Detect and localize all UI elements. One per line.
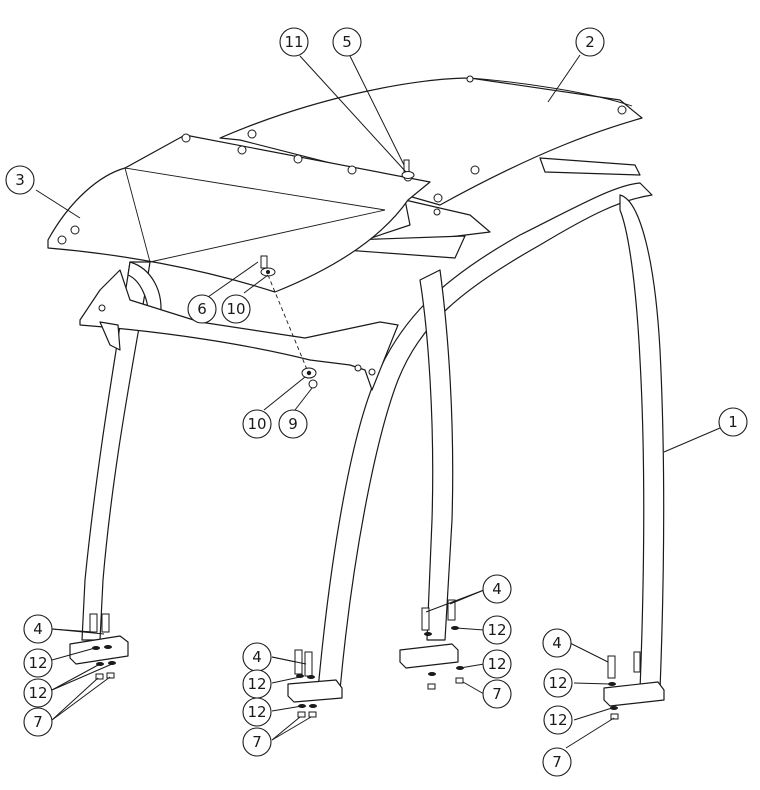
callout-5: 5 <box>332 27 362 57</box>
callout-12: 12 <box>242 697 272 727</box>
bracket-hardware <box>260 255 318 389</box>
callout-12-label: 12 <box>548 674 567 692</box>
callout-2: 2 <box>575 27 605 57</box>
callout-7: 7 <box>482 679 512 709</box>
callout-12-label: 12 <box>247 703 266 721</box>
frame-tubes <box>81 182 665 691</box>
callout-12: 12 <box>543 668 573 698</box>
callout-11-label: 11 <box>284 33 303 51</box>
callout-10-label: 10 <box>247 415 266 433</box>
callout-7-label: 7 <box>552 753 562 771</box>
callout-12-label: 12 <box>28 684 47 702</box>
callout-12-label: 12 <box>247 675 266 693</box>
front-bracket <box>79 269 399 391</box>
callout-4-label: 4 <box>252 648 262 666</box>
callout-2-label: 2 <box>585 33 595 51</box>
callout-3-label: 3 <box>15 171 25 189</box>
callout-4: 4 <box>23 614 53 644</box>
callout-1: 1 <box>718 407 748 437</box>
foot-plate-rear-middle <box>399 599 464 690</box>
callout-12: 12 <box>482 649 512 679</box>
callout-10-label: 10 <box>226 300 245 318</box>
callout-4: 4 <box>242 642 272 672</box>
callout-9-label: 9 <box>288 415 298 433</box>
callout-12-label: 12 <box>487 621 506 639</box>
callout-5-label: 5 <box>342 33 352 51</box>
cross-members <box>344 157 641 259</box>
callout-12-label: 12 <box>28 654 47 672</box>
callout-3: 3 <box>5 165 35 195</box>
callout-4-label: 4 <box>33 620 43 638</box>
callout-12: 12 <box>23 648 53 678</box>
callout-12-label: 12 <box>548 711 567 729</box>
callout-7: 7 <box>242 727 272 757</box>
top-hardware <box>401 159 441 216</box>
callout-7-label: 7 <box>252 733 262 751</box>
callout-10: 10 <box>242 409 272 439</box>
callout-4: 4 <box>542 628 572 658</box>
callout-7: 7 <box>542 747 572 777</box>
assembly-line <box>267 274 309 373</box>
callout-6: 6 <box>187 294 217 324</box>
callout-11: 11 <box>279 27 309 57</box>
callout-4-label: 4 <box>492 580 502 598</box>
roof-panel-rear <box>219 75 643 206</box>
callout-4: 4 <box>482 574 512 604</box>
callout-12: 12 <box>23 678 53 708</box>
callout-7-label: 7 <box>33 713 43 731</box>
callout-12: 12 <box>482 615 512 645</box>
callout-12-label: 12 <box>487 655 506 673</box>
callout-1-label: 1 <box>728 413 738 431</box>
callout-7: 7 <box>23 707 53 737</box>
foot-plate-right <box>603 651 665 720</box>
callout-10: 10 <box>221 294 251 324</box>
callout-12: 12 <box>543 705 573 735</box>
callout-7-label: 7 <box>492 685 502 703</box>
callout-4-label: 4 <box>552 634 562 652</box>
callout-9: 9 <box>278 409 308 439</box>
leader-lines <box>35 54 721 749</box>
callout-6-label: 6 <box>197 300 207 318</box>
callout-12: 12 <box>242 669 272 699</box>
roof-panel-front <box>47 133 431 293</box>
foot-plate-left <box>69 613 129 680</box>
